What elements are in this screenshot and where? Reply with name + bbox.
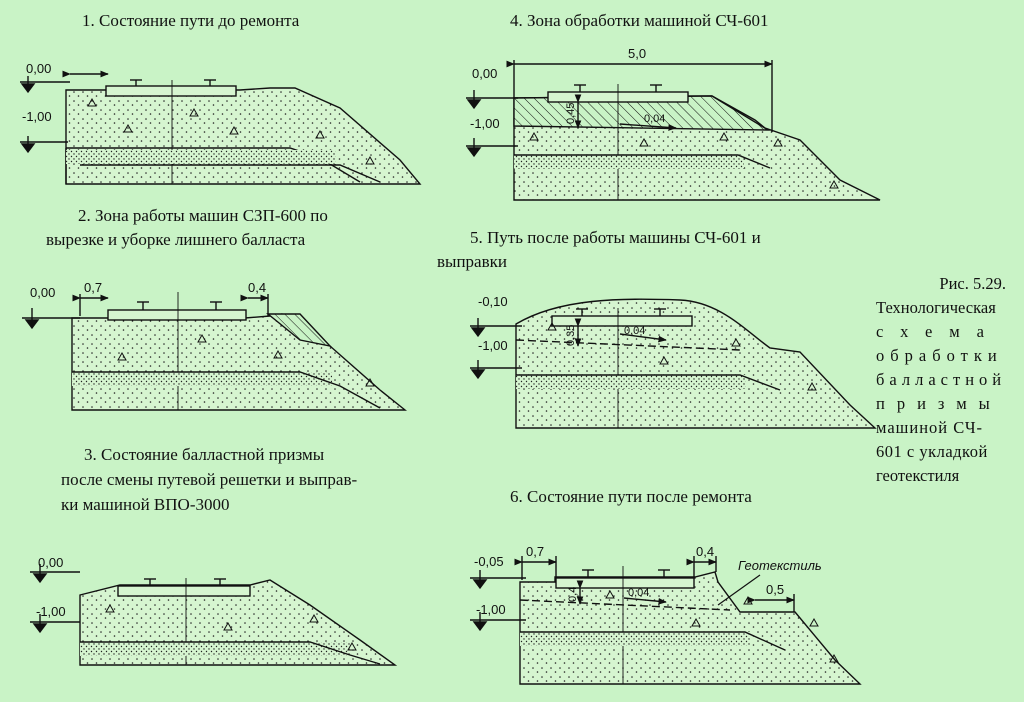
d5-top-label: -0,10 (478, 294, 508, 309)
d4-width-label: 5,0 (628, 46, 646, 61)
title-3-line-1: 3. Состояние балластной призмы (84, 445, 325, 464)
d3-top-label: 0,00 (38, 555, 63, 570)
d3-bottom-label: -1,00 (36, 604, 66, 619)
figure-caption: Рис. 5.29. Технологическая схема обработ… (876, 272, 1018, 488)
d2-width-1: 0,7 (84, 280, 102, 295)
d4-bottom-label: -1,00 (470, 116, 500, 131)
d6-slope-label: 0,04 (628, 587, 649, 599)
caption-line-8: 601 с укладкой (876, 442, 988, 461)
d6-width-2: 0,4 (696, 544, 714, 559)
d1-bottom-label: -1,00 (22, 109, 52, 124)
d4-slope-label: 0,04 (644, 113, 665, 125)
caption-line-7: машиной СЧ- (876, 418, 984, 437)
title-4: 4. Зона обработки машиной СЧ-601 (510, 11, 769, 30)
diagram-4 (466, 60, 881, 201)
d6-depth-label: 0,4 (567, 587, 579, 602)
title-5-line-2: выправки (437, 252, 507, 271)
ballast-triangle-symbols (87, 97, 839, 663)
d1-top-label: 0,00 (26, 61, 51, 76)
diagram-5 (470, 298, 877, 429)
title-6: 6. Состояние пути после ремонта (510, 487, 752, 506)
diagram-3 (30, 564, 398, 666)
caption-line-9: геотекстиля (876, 466, 960, 485)
title-2-line-1: 2. Зона работы машин СЗП-600 по (78, 206, 328, 225)
d4-top-label: 0,00 (472, 66, 497, 81)
d5-depth-label: 0,35 (565, 325, 577, 346)
d2-width-2: 0,4 (248, 280, 266, 295)
d6-width-1: 0,7 (526, 544, 544, 559)
d5-slope-label: 0,04 (624, 325, 645, 337)
d4-depth-label: 0,45 (565, 103, 577, 124)
diagram-2 (22, 292, 407, 411)
d5-bottom-label: -1,00 (478, 338, 508, 353)
title-2-line-2: вырезке и уборке лишнего балласта (46, 230, 306, 249)
diagram-6 (470, 556, 862, 685)
d6-width-3: 0,5 (766, 582, 784, 597)
diagram-1 (20, 70, 422, 185)
title-1: 1. Состояние пути до ремонта (82, 11, 300, 30)
title-3-line-3: ки машиной ВПО-3000 (61, 495, 230, 514)
d6-bottom-label: -1,00 (476, 602, 506, 617)
caption-line-2: Технологическая (876, 298, 996, 317)
d2-top-label: 0,00 (30, 285, 55, 300)
caption-line-5: балластной (876, 370, 1007, 389)
caption-line-6: призмы (876, 394, 1002, 413)
title-3-line-2: после смены путевой решетки и выправ- (61, 470, 358, 489)
caption-line-1: Рис. 5.29. (939, 274, 1006, 293)
geotextile-label: Геотекстиль (738, 558, 822, 573)
caption-line-3: схема (876, 322, 1001, 341)
d6-top-label: -0,05 (474, 554, 504, 569)
caption-line-4: обработки (876, 346, 1003, 365)
title-5-line-1: 5. Путь после работы машины СЧ-601 и (470, 228, 761, 247)
